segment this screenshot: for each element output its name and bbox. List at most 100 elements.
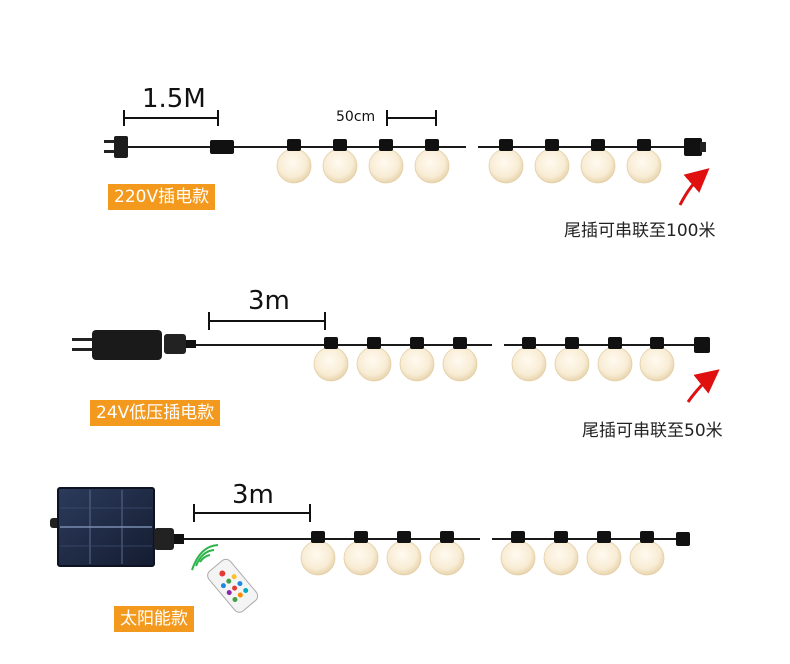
dimension-lead <box>123 110 219 126</box>
bulb-globe <box>500 540 536 576</box>
bulb-socket <box>637 139 651 151</box>
bulb-globe <box>543 540 579 576</box>
bulb-socket <box>324 337 338 349</box>
inline-switch <box>210 140 234 154</box>
bulb-icon <box>639 337 675 382</box>
bulb-globe <box>313 346 349 382</box>
dimension-lead <box>208 312 326 330</box>
bulb-globe <box>356 346 392 382</box>
bulb-socket <box>397 531 411 543</box>
bulb-globe <box>399 346 435 382</box>
bulb-icon <box>356 337 392 382</box>
bulb-socket <box>333 139 347 151</box>
bulb-globe <box>626 148 662 184</box>
bulb-globe <box>368 148 404 184</box>
tail-note-24v: 尾插可串联至50米 <box>582 421 723 441</box>
bulb-icon <box>534 139 570 184</box>
bulb-icon <box>511 337 547 382</box>
spacing-label: 50cm <box>336 109 376 125</box>
model-badge-24v: 24V低压插电款 <box>90 400 221 426</box>
adapter-icon <box>72 330 196 360</box>
bulb-icon <box>586 531 622 576</box>
bulb-socket <box>410 337 424 349</box>
bulb-socket <box>440 531 454 543</box>
bulb-globe <box>639 346 675 382</box>
bulb-icon <box>368 139 404 184</box>
tail-connector-icon <box>684 138 706 156</box>
bulb-socket <box>650 337 664 349</box>
bulb-icon <box>442 337 478 382</box>
bulb-socket <box>640 531 654 543</box>
row-24v <box>72 312 720 403</box>
bulb-icon <box>500 531 536 576</box>
lead-length-label: 1.5M <box>142 84 206 114</box>
wifi-signal-icon <box>191 544 219 571</box>
bulb-socket <box>597 531 611 543</box>
bulb-socket <box>367 337 381 349</box>
bulb-globe <box>511 346 547 382</box>
bulb-icon <box>313 337 349 382</box>
bulb-globe <box>276 148 312 184</box>
bulb-icon <box>429 531 465 576</box>
bulb-globe <box>586 540 622 576</box>
bulb-globe <box>300 540 336 576</box>
curved-arrow-icon <box>678 168 710 206</box>
bulb-icon <box>629 531 665 576</box>
bulb-socket <box>554 531 568 543</box>
bulb-socket <box>591 139 605 151</box>
bulb-globe <box>429 540 465 576</box>
bulb-icon <box>414 139 450 184</box>
bulb-socket <box>545 139 559 151</box>
tail-connector-icon <box>676 532 690 546</box>
bulb-icon <box>554 337 590 382</box>
bulb-socket <box>608 337 622 349</box>
row-220v <box>104 110 710 206</box>
tail-note-220v: 尾插可串联至100米 <box>564 221 716 241</box>
bulb-socket <box>565 337 579 349</box>
lead-length-label: 3m <box>248 286 290 316</box>
bulb-icon <box>626 139 662 184</box>
bulb-socket <box>499 139 513 151</box>
bulb-socket <box>511 531 525 543</box>
bulb-globe <box>414 148 450 184</box>
dimension-lead <box>193 504 311 522</box>
bulb-globe <box>554 346 590 382</box>
bulb-socket <box>311 531 325 543</box>
tail-connector-icon <box>694 337 710 353</box>
bulb-globe <box>629 540 665 576</box>
bulb-socket <box>287 139 301 151</box>
plug-icon <box>104 136 128 158</box>
bulb-globe <box>322 148 358 184</box>
lead-length-label: 3m <box>232 480 274 510</box>
bulb-icon <box>300 531 336 576</box>
bulb-socket <box>379 139 393 151</box>
bulb-icon <box>343 531 379 576</box>
remote-control-icon <box>207 558 259 613</box>
bulb-icon <box>488 139 524 184</box>
bulb-socket <box>522 337 536 349</box>
bulb-globe <box>343 540 379 576</box>
bulb-socket <box>354 531 368 543</box>
bulb-icon <box>580 139 616 184</box>
dimension-spacing <box>386 110 437 126</box>
bulb-icon <box>399 337 435 382</box>
bulb-globe <box>488 148 524 184</box>
bulb-socket <box>453 337 467 349</box>
row-solar <box>50 487 690 613</box>
bulb-icon <box>597 337 633 382</box>
curved-arrow-icon <box>686 369 720 403</box>
bulb-globe <box>534 148 570 184</box>
bulb-icon <box>386 531 422 576</box>
bulb-socket <box>425 139 439 151</box>
model-badge-solar: 太阳能款 <box>114 606 194 632</box>
solar-panel-icon <box>50 487 184 567</box>
bulb-icon <box>276 139 312 184</box>
bulb-globe <box>442 346 478 382</box>
model-badge-220v: 220V插电款 <box>108 184 216 210</box>
bulb-icon <box>543 531 579 576</box>
bulb-icon <box>322 139 358 184</box>
bulb-globe <box>580 148 616 184</box>
bulbs-layer <box>276 139 675 576</box>
